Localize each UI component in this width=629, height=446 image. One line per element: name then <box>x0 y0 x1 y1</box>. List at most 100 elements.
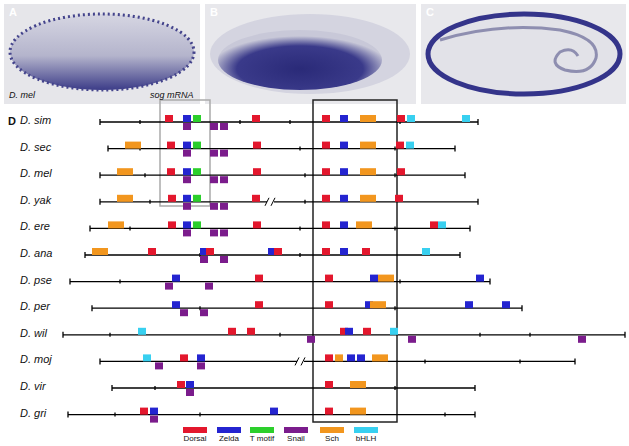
legend-label: Dorsal <box>183 435 206 443</box>
motif-site <box>183 221 191 228</box>
tick <box>394 147 395 151</box>
tick <box>84 252 85 258</box>
tick <box>464 172 465 178</box>
motif-site <box>350 381 366 388</box>
motif-site <box>322 142 330 149</box>
motif-site <box>340 221 348 228</box>
motif-site <box>200 309 208 316</box>
motif-site <box>220 150 228 157</box>
panel-letter: C <box>426 7 434 18</box>
motif-site <box>183 176 191 183</box>
sequence-line <box>112 387 475 388</box>
motif-site <box>228 328 236 335</box>
tick <box>479 333 480 337</box>
motif-site <box>205 283 213 290</box>
tick <box>304 173 305 177</box>
motif-site <box>210 203 218 210</box>
motif-site <box>325 408 333 415</box>
motif-site <box>340 115 348 122</box>
motif-site <box>322 221 330 228</box>
motif-site <box>150 408 158 415</box>
tick <box>62 332 63 338</box>
motif-site <box>422 248 430 255</box>
tick <box>154 386 155 390</box>
tick <box>114 413 115 417</box>
tick <box>474 385 475 391</box>
motif-site <box>347 354 355 361</box>
sequence-row <box>100 354 575 369</box>
tick <box>299 253 300 257</box>
tick <box>574 358 575 364</box>
motif-site <box>193 115 201 122</box>
tick <box>529 333 530 337</box>
motif-site <box>183 115 191 122</box>
species-label: D. mel <box>9 91 35 100</box>
legend-label: Sch <box>325 435 339 443</box>
tick <box>489 279 490 285</box>
motif-site <box>117 168 133 175</box>
motif-site <box>183 203 191 210</box>
sequence-row <box>100 195 478 210</box>
sequence-row <box>68 408 475 423</box>
tick <box>454 146 455 152</box>
break-mark <box>295 357 299 365</box>
species-label: D. ere <box>20 221 50 232</box>
break-gap <box>297 356 304 366</box>
motif-site <box>108 221 124 228</box>
motif-site <box>360 195 376 202</box>
legend-label: T motif <box>250 435 274 443</box>
motif-site <box>408 336 416 343</box>
tick <box>89 225 90 231</box>
motif-site <box>255 275 263 282</box>
motif-site <box>340 168 348 175</box>
embryo <box>10 14 194 90</box>
break-gap <box>267 197 274 207</box>
tick <box>399 280 400 284</box>
motif-site <box>270 408 278 415</box>
motif-site <box>220 229 228 236</box>
motif-site <box>397 168 405 175</box>
sequence-line <box>100 121 478 122</box>
species-label: D. mel <box>20 168 52 179</box>
motif-site <box>186 381 194 388</box>
motif-site <box>362 248 370 255</box>
motif-site <box>363 328 371 335</box>
motif-site <box>183 168 191 175</box>
motif-site <box>372 354 388 361</box>
motif-site <box>395 195 403 202</box>
micrograph <box>4 4 200 104</box>
motif-site <box>210 150 218 157</box>
motif-site <box>325 354 333 361</box>
motif-site <box>407 115 415 122</box>
tick <box>69 279 70 285</box>
embryo <box>210 14 410 94</box>
motif-site <box>378 275 394 282</box>
tick <box>144 173 145 177</box>
tick <box>477 199 478 205</box>
embryo-stain <box>218 30 382 90</box>
motif-site <box>462 115 470 122</box>
motif-site <box>356 221 372 228</box>
tick <box>304 200 305 204</box>
legend-swatch <box>354 427 378 433</box>
motif-site <box>252 115 260 122</box>
legend-swatch <box>183 427 207 433</box>
motif-site <box>253 168 261 175</box>
motif-site <box>180 354 188 361</box>
legend-swatch <box>217 427 241 433</box>
motif-site <box>390 328 398 335</box>
motif-site <box>438 221 446 228</box>
sequence-row <box>63 328 625 343</box>
sequence-row <box>112 381 475 396</box>
motif-site <box>322 168 330 175</box>
motif-site <box>325 381 333 388</box>
motif-site <box>165 115 173 122</box>
motif-site <box>183 150 191 157</box>
tick <box>99 358 100 364</box>
motif-site <box>578 336 586 343</box>
motif-site <box>325 301 333 308</box>
motif-site <box>476 275 484 282</box>
tick <box>394 306 395 310</box>
motif-site <box>255 301 263 308</box>
break-mark <box>301 357 305 365</box>
